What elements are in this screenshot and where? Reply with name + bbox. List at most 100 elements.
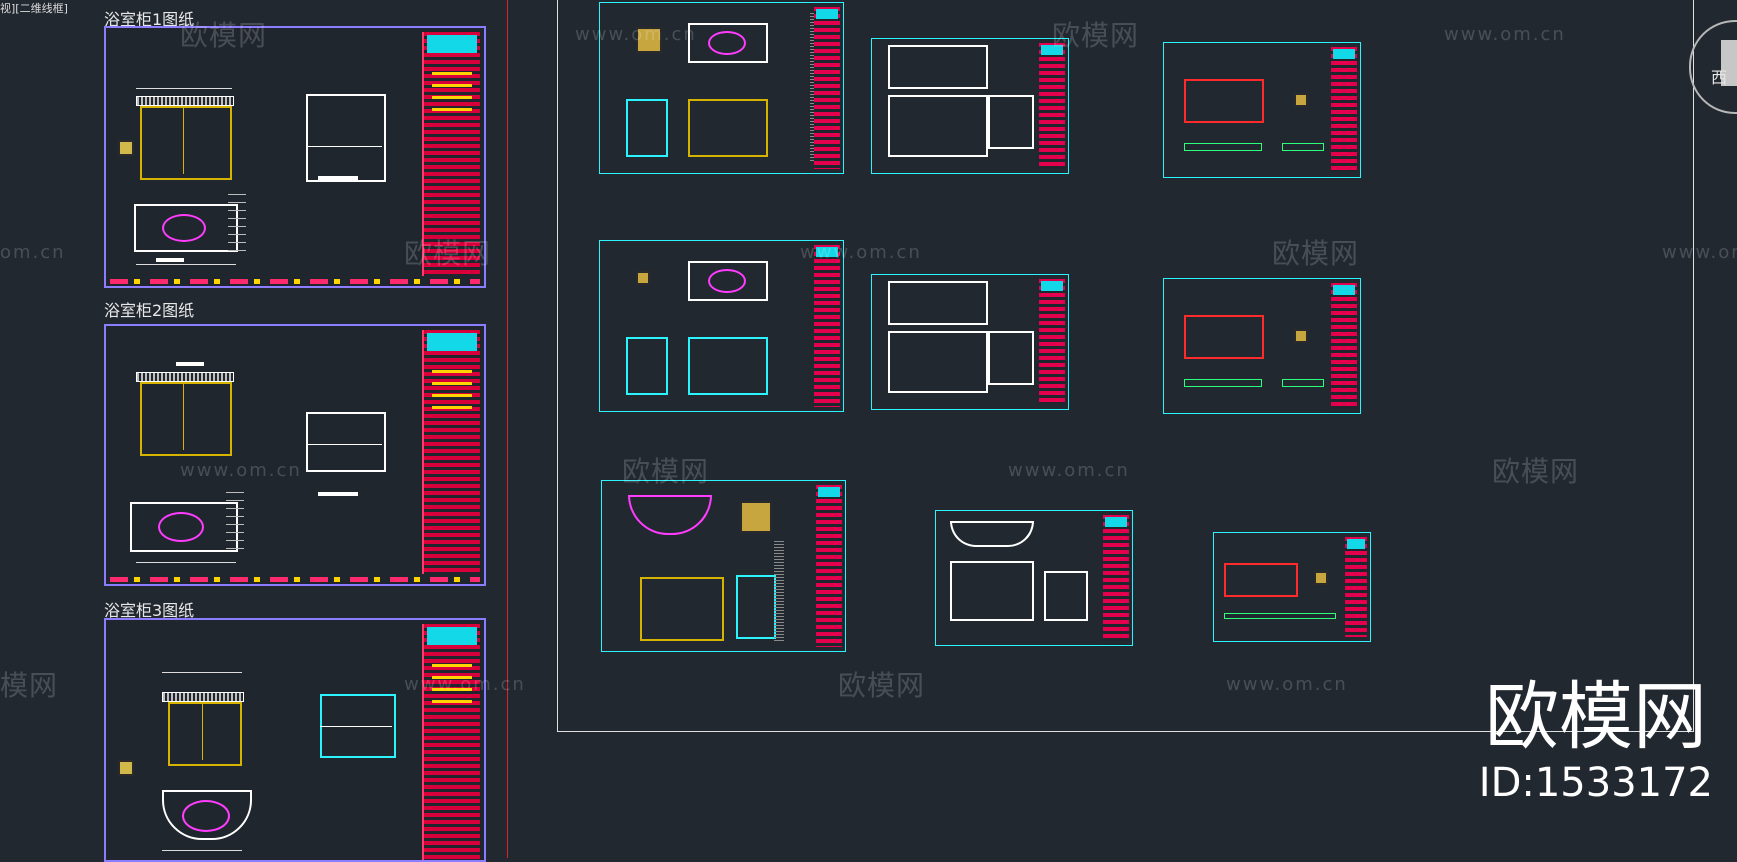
- cabinet-front: [168, 702, 242, 766]
- plan-view: [1184, 315, 1264, 359]
- counter-top: [950, 521, 1034, 547]
- cabinet-front: [888, 331, 988, 393]
- cabinet-door-divider: [202, 704, 203, 760]
- cabinet-side: [626, 337, 668, 395]
- label-box: [318, 176, 358, 180]
- cabinet-side: [1044, 571, 1088, 621]
- thumbnail-sheet[interactable]: [1163, 42, 1361, 178]
- title-block: [1331, 47, 1357, 173]
- cabinet-side: [736, 575, 776, 639]
- plan-view: [1184, 79, 1264, 123]
- plan-view: [688, 261, 768, 301]
- sink-oval: [182, 800, 230, 832]
- sheet-title-3: 浴室柜3图纸: [104, 601, 195, 620]
- cabinet-side: [626, 99, 668, 157]
- cabinet-front: [688, 99, 768, 157]
- title-block: [422, 330, 480, 574]
- sheet-bottom-strip: [110, 279, 480, 284]
- thumbnail-sheet[interactable]: [871, 38, 1069, 174]
- label-box: [156, 258, 184, 262]
- sheet-bottom-strip: [110, 577, 480, 582]
- layout-frame[interactable]: [557, 0, 1694, 732]
- thumbnail-sheet[interactable]: [1163, 278, 1361, 414]
- base-profile: [1184, 143, 1262, 151]
- cabinet-front: [688, 337, 768, 395]
- watermark-url: om.cn: [0, 242, 66, 263]
- sink-oval: [158, 512, 204, 542]
- sink-oval: [708, 269, 746, 293]
- sink-oval: [708, 31, 746, 55]
- counter-top: [628, 495, 712, 535]
- corner-id: ID:1533172: [1478, 760, 1713, 806]
- drawing-sheet-1[interactable]: [104, 26, 486, 288]
- label-box: [318, 492, 358, 496]
- brick-wall: [226, 492, 244, 554]
- dimension-line: [162, 850, 242, 851]
- title-block: [1039, 279, 1065, 405]
- cabinet-shelf-line: [306, 146, 382, 147]
- plan-view: [688, 23, 768, 63]
- base-profile: [1282, 143, 1324, 151]
- title-block: [1331, 283, 1357, 409]
- thumbnail-sheet[interactable]: [599, 240, 844, 412]
- title-block: [814, 7, 840, 169]
- icon-box: [1314, 571, 1328, 585]
- cabinet-top: [888, 45, 988, 89]
- sheet-title-2: 浴室柜2图纸: [104, 301, 195, 320]
- base-profile: [1282, 379, 1324, 387]
- thumbnail-sheet[interactable]: [935, 510, 1133, 646]
- thumbnail-sheet[interactable]: [1213, 532, 1371, 642]
- cabinet-front: [140, 382, 232, 456]
- dimension-line: [136, 264, 236, 265]
- view-direction-label: 西: [1710, 68, 1727, 87]
- corner-brand: 欧模网: [1485, 674, 1707, 760]
- title-block: [1345, 537, 1367, 637]
- drawing-sheet-2[interactable]: [104, 324, 486, 586]
- thumbnail-sheet[interactable]: [871, 274, 1069, 410]
- counter-top: [162, 692, 244, 702]
- drawing-sheet-3[interactable]: [104, 618, 486, 862]
- cabinet-side: [306, 94, 386, 182]
- cabinet-top: [888, 281, 988, 325]
- cabinet-side: [988, 95, 1034, 149]
- thumbnail-sheet[interactable]: [599, 2, 844, 174]
- dimension-line: [136, 562, 236, 563]
- icon-box: [118, 760, 134, 776]
- cabinet-front: [950, 561, 1034, 621]
- brick-wall: [228, 194, 246, 256]
- cabinet-shelf-line: [306, 444, 382, 445]
- icon-box: [636, 27, 662, 53]
- base-profile: [1184, 379, 1262, 387]
- title-block: [814, 245, 840, 407]
- icon-box: [118, 140, 134, 156]
- cabinet-front: [640, 577, 724, 641]
- title-block: [422, 32, 480, 276]
- dimension-line: [162, 672, 242, 673]
- cabinet-side: [306, 412, 386, 472]
- separator-line: [507, 0, 508, 858]
- counter-top: [136, 96, 234, 106]
- thumbnail-sheet[interactable]: [601, 480, 846, 652]
- view-cube-face[interactable]: [1721, 40, 1737, 86]
- base-profile: [1224, 613, 1336, 619]
- cabinet-front: [140, 106, 232, 180]
- icon-box: [740, 501, 772, 533]
- viewport-label[interactable]: 视][二维线框]: [0, 2, 68, 15]
- plan-view: [1224, 563, 1298, 597]
- title-block: [1039, 43, 1065, 169]
- cabinet-side: [988, 331, 1034, 385]
- icon-box: [1294, 329, 1308, 343]
- title-block: [816, 485, 842, 647]
- icon-box: [1294, 93, 1308, 107]
- title-block: [422, 624, 480, 860]
- cabinet-door-divider: [183, 384, 184, 450]
- label-box: [176, 362, 204, 366]
- sheet-title-1: 浴室柜1图纸: [104, 10, 195, 29]
- sink-oval: [162, 214, 206, 242]
- watermark-brand: 模网: [0, 669, 59, 702]
- cabinet-shelf-line: [320, 726, 392, 727]
- title-block: [1103, 515, 1129, 641]
- dimension-line: [136, 88, 232, 89]
- hatched-wall: [774, 541, 784, 641]
- cabinet-front: [888, 95, 988, 157]
